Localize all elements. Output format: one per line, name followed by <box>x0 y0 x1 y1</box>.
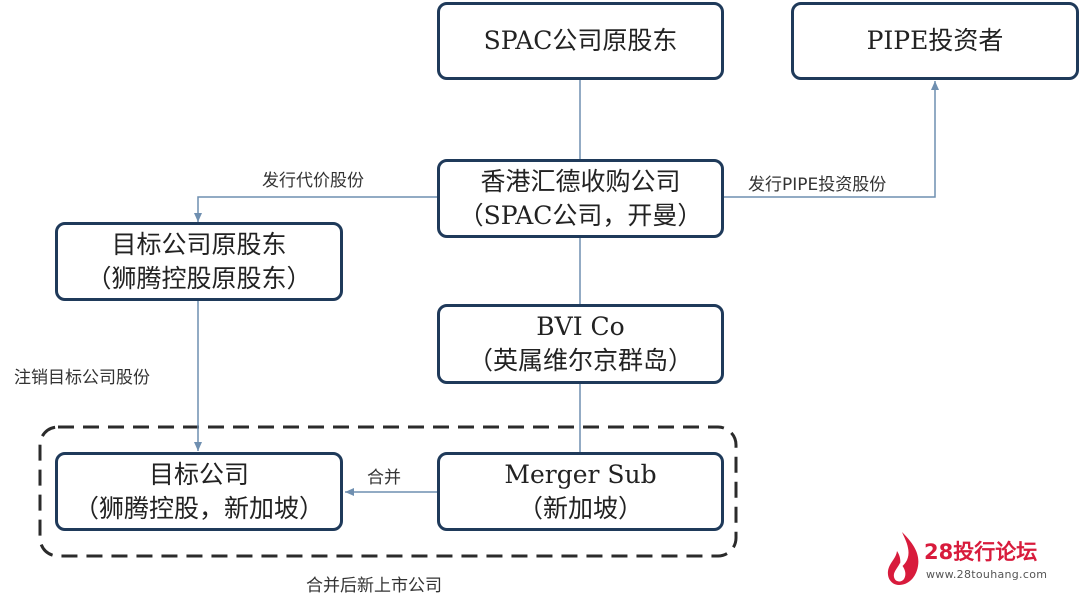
target-original-shareholders-subtitle: （狮腾控股原股东） <box>86 263 312 293</box>
edge-label-cancel-target-shares: 注销目标公司股份 <box>14 368 150 388</box>
merged-company-group-label: 合并后新上市公司 <box>306 576 442 596</box>
spac-original-shareholders-box: SPAC公司原股东 <box>437 2 724 80</box>
target-company-name: 目标公司 <box>148 459 249 489</box>
pipe-investors-label: PIPE投资者 <box>866 26 1004 55</box>
edge-label-merge: 合并 <box>367 468 401 488</box>
spac-original-shareholders-label: SPAC公司原股东 <box>483 26 678 55</box>
watermark-logo: 28投行论坛 www.28touhang.com <box>884 530 1064 590</box>
target-company-subtitle: （狮腾控股，新加坡） <box>73 493 324 523</box>
target-company-box: 目标公司 （狮腾控股，新加坡） <box>55 452 343 531</box>
spac-company-name: 香港汇德收购公司 <box>480 166 681 196</box>
bvi-co-subtitle: （英属维尔京群岛） <box>467 346 693 375</box>
edge-label-issue-pipe-shares: 发行PIPE投资股份 <box>748 175 887 195</box>
merger-sub-name: Merger Sub <box>504 459 657 489</box>
arrow-spac-to-target-holders <box>194 196 438 222</box>
target-original-shareholders-box: 目标公司原股东 （狮腾控股原股东） <box>55 222 343 301</box>
spac-company-subtitle: （SPAC公司，开曼） <box>458 200 703 230</box>
bvi-co-box: BVI Co （英属维尔京群岛） <box>437 304 724 384</box>
merged-company-group-border <box>38 425 738 558</box>
merger-sub-box: Merger Sub （新加坡） <box>437 452 724 531</box>
edge-label-issue-consideration-shares: 发行代价股份 <box>262 171 364 191</box>
bvi-co-name: BVI Co <box>536 312 625 341</box>
merger-sub-subtitle: （新加坡） <box>517 493 643 523</box>
arrow-spac-to-pipe-investors <box>723 81 939 198</box>
spac-company-box: 香港汇德收购公司 （SPAC公司，开曼） <box>437 159 724 238</box>
pipe-investors-box: PIPE投资者 <box>791 2 1079 80</box>
watermark-title: 28投行论坛 <box>924 540 1038 564</box>
target-original-shareholders-name: 目标公司原股东 <box>111 229 287 259</box>
watermark-url: www.28touhang.com <box>926 568 1048 581</box>
flame-icon <box>887 532 919 585</box>
